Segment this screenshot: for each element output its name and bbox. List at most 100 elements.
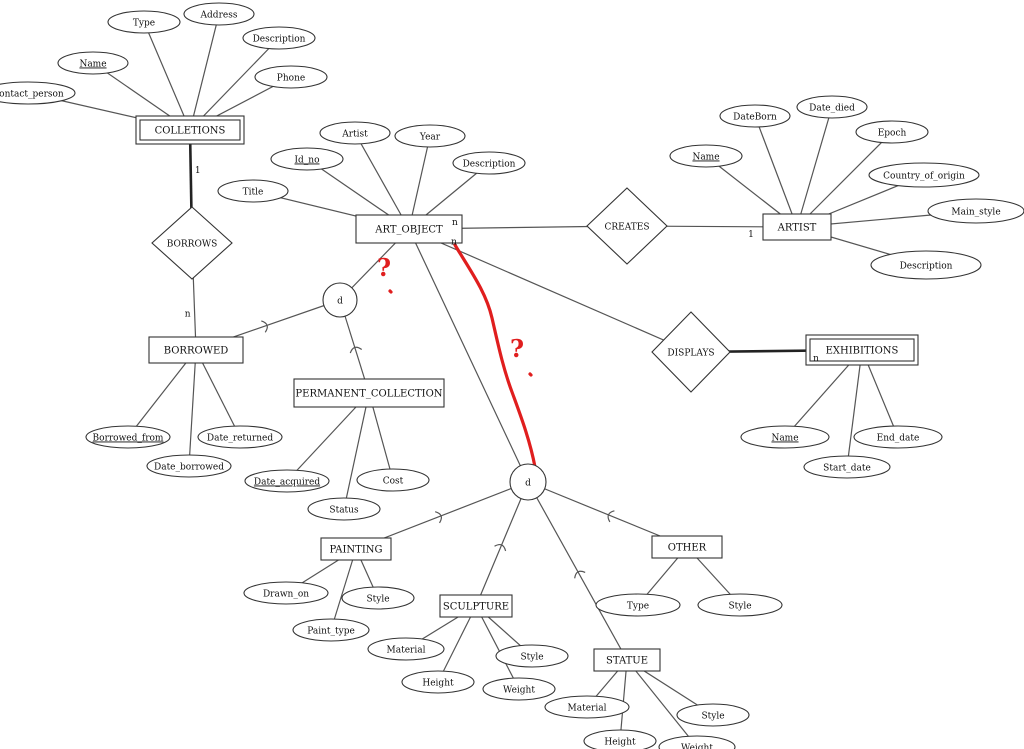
- attribute-st_weight: Weight: [658, 735, 736, 749]
- attribute-e_enddate: End_date: [853, 425, 943, 449]
- subset-symbol: [261, 320, 268, 333]
- attribute-s_height: Height: [401, 670, 475, 694]
- attribute-link: [626, 659, 698, 748]
- attribute-label: Height: [604, 738, 636, 748]
- attribute-p_acquired: Date_acquired: [244, 469, 330, 493]
- attribute-ar_description: Description: [870, 250, 982, 280]
- cardinality-label: 1: [748, 230, 754, 240]
- attribute-label: Weight: [681, 744, 713, 749]
- entity-label: STATUE: [606, 656, 648, 667]
- attribute-ar_dateborn: DateBorn: [719, 104, 791, 128]
- attribute-e_startdate: Start_date: [803, 455, 891, 479]
- attribute-label: DateBorn: [733, 113, 777, 123]
- attribute-link: [846, 349, 863, 468]
- entity-label: ART_OBJECT: [374, 225, 443, 236]
- attribute-label: Name: [692, 153, 719, 163]
- attribute-label: Style: [701, 712, 724, 722]
- entity-collections: COLLETIONS: [135, 115, 245, 145]
- attribute-o_type: Type: [595, 593, 681, 617]
- attribute-st_style: Style: [676, 703, 750, 727]
- attribute-label: Date_returned: [207, 434, 273, 444]
- attribute-ar_name: Name: [669, 144, 743, 168]
- attribute-link: [354, 132, 410, 230]
- attribute-link: [619, 659, 628, 742]
- link-spec_type-sculpture: [475, 481, 529, 607]
- attribute-link: [127, 349, 197, 438]
- cardinality-label: n: [185, 309, 191, 319]
- entity-exhibitions: EXHIBITIONS: [805, 334, 919, 366]
- attribute-c_type: Type: [107, 10, 181, 34]
- relationship-label: CREATES: [605, 223, 650, 233]
- attribute-label: Material: [568, 704, 607, 714]
- attribute-s_material: Material: [367, 637, 445, 661]
- attribute-c_address: Address: [183, 2, 255, 26]
- attribute-a_idno: Id_no: [270, 147, 344, 171]
- attribute-label: Phone: [277, 74, 305, 84]
- attribute-label: Date_borrowed: [154, 463, 224, 473]
- attribute-label: Type: [627, 602, 649, 612]
- attribute-link: [143, 21, 191, 131]
- attribute-label: Contact_person: [0, 90, 64, 100]
- attribute-label: Address: [200, 11, 238, 21]
- attribute-label: Status: [329, 506, 359, 516]
- red-dot-q2: [528, 372, 533, 377]
- attribute-label: Year: [419, 133, 441, 143]
- attribute-label: Name: [771, 434, 798, 444]
- attribute-label: Description: [900, 262, 953, 272]
- attribute-a_description: Description: [452, 151, 526, 175]
- attribute-st_material: Material: [544, 695, 630, 719]
- attribute-link: [286, 392, 370, 482]
- attribute-link: [330, 548, 357, 631]
- attribute-label: Style: [520, 653, 543, 663]
- entity-painting: PAINTING: [320, 537, 392, 561]
- subset-symbol: [494, 543, 507, 552]
- entity-permanent_collection: PERMANENT_COLLECTION: [293, 378, 445, 408]
- attribute-c_contact: Contact_person: [0, 81, 76, 105]
- attribute-label: Material: [387, 646, 426, 656]
- attribute-label: Borrowed_from: [93, 434, 164, 444]
- attribute-o_style: Style: [697, 593, 783, 617]
- attribute-label: Height: [422, 679, 454, 689]
- attribute-link: [796, 106, 833, 228]
- subset-symbol: [574, 570, 586, 579]
- entity-label: COLLETIONS: [155, 126, 226, 137]
- attribute-ar_epoch: Epoch: [855, 120, 929, 144]
- attribute-link: [754, 115, 798, 228]
- attribute-label: Style: [728, 602, 751, 612]
- attribute-label: Epoch: [878, 129, 907, 139]
- attribute-p_cost: Cost: [356, 468, 430, 492]
- attribute-label: Start_date: [823, 464, 871, 474]
- attribute-label: Id_no: [294, 156, 319, 166]
- link-art_object-spec_type: [408, 228, 529, 483]
- attribute-link: [475, 605, 520, 690]
- attribute-label: Name: [79, 60, 106, 70]
- attribute-label: Drawn_on: [263, 590, 309, 600]
- attribute-link: [343, 392, 370, 510]
- attribute-label: Description: [253, 35, 306, 45]
- attribute-ar_datedied: Date_died: [796, 95, 868, 119]
- entity-label: OTHER: [668, 543, 707, 554]
- attribute-label: Country_of_origin: [883, 172, 965, 182]
- specialization-spec_collection: d: [322, 282, 358, 318]
- cardinality-label: n: [452, 218, 458, 228]
- attribute-link: [408, 135, 431, 230]
- attribute-label: Date_acquired: [254, 478, 320, 488]
- annotations-layer: [388, 243, 537, 469]
- subset-symbol: [434, 511, 442, 524]
- attribute-pa_drawn: Drawn_on: [243, 581, 329, 605]
- relationship-label: BORROWS: [167, 240, 218, 250]
- entity-label: PERMANENT_COLLECTION: [295, 389, 442, 400]
- specialization-label: d: [337, 297, 343, 307]
- attribute-link: [188, 349, 197, 467]
- attribute-st_height: Height: [583, 729, 657, 749]
- specialization-spec_type: d: [509, 463, 547, 501]
- attribute-label: Title: [243, 188, 264, 198]
- attribute-ar_mainstyle: Main_style: [927, 198, 1024, 224]
- attribute-b_borrowed: Date_borrowed: [146, 454, 232, 478]
- attribute-label: Cost: [383, 477, 404, 487]
- entity-statue: STATUE: [593, 648, 661, 672]
- entity-other: OTHER: [651, 535, 723, 559]
- attribute-pa_style: Style: [341, 586, 415, 610]
